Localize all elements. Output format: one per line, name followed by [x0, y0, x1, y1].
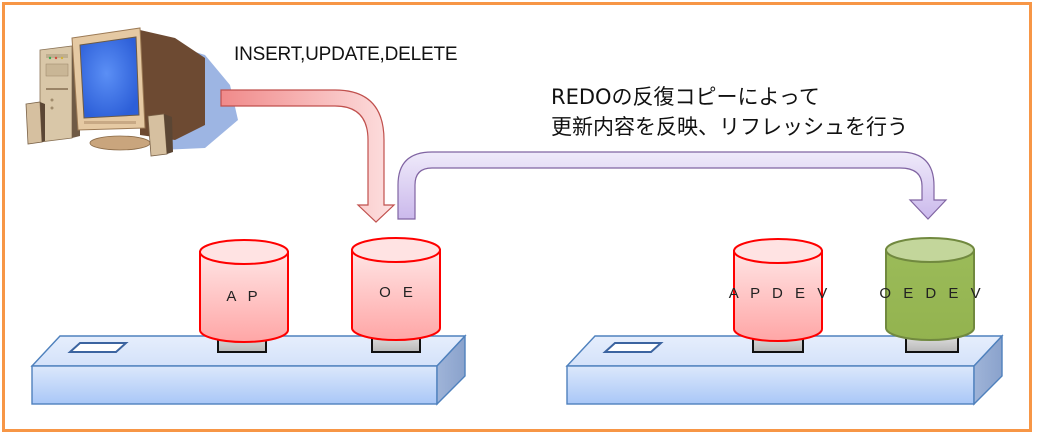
db-label: O E D E V	[879, 285, 984, 302]
db-top	[351, 237, 441, 263]
db-body	[199, 251, 289, 343]
db-label: A P D E V	[729, 285, 831, 302]
db-top	[885, 237, 975, 263]
server-side	[973, 334, 1003, 406]
replication-note: REDOの反復コピーによって 更新内容を反映、リフレッシュを行う	[551, 82, 908, 142]
operation-label: INSERT,UPDATE,DELETE	[234, 44, 458, 65]
monitor-stand	[89, 135, 151, 151]
server-front	[566, 365, 975, 405]
speaker-right	[147, 113, 168, 157]
redo-copy-arrow	[397, 151, 948, 220]
desktop-computer-icon	[25, 27, 238, 157]
database-ap: A P	[199, 239, 289, 353]
database-oe: O E	[351, 237, 441, 353]
db-body	[351, 249, 441, 341]
database-apdev: A P D E V	[729, 238, 831, 353]
db-label: A P	[226, 288, 261, 305]
server-slot	[67, 342, 129, 353]
server-side	[436, 334, 466, 406]
db-top	[199, 239, 289, 265]
db-body	[733, 250, 823, 342]
replication-note-line2: 更新内容を反映、リフレッシュを行う	[551, 115, 908, 139]
update-flow-arrow	[220, 89, 396, 223]
monitor-screen	[79, 36, 140, 119]
monitor-back	[140, 30, 205, 140]
db-body	[885, 249, 975, 341]
replication-note-line1: REDOの反復コピーによって	[551, 85, 820, 109]
db-label: O E	[379, 284, 417, 301]
server-front	[31, 365, 438, 405]
diagram-frame	[2, 2, 1032, 432]
database-oedev: O E D E V	[879, 237, 984, 353]
db-top	[733, 238, 823, 264]
server-slot	[602, 342, 664, 353]
speaker-left	[25, 101, 43, 145]
